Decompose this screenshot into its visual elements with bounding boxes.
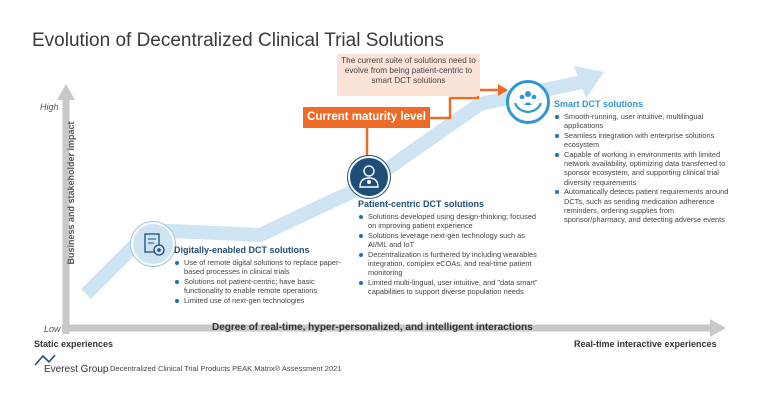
list-item: Limited use of next-gen technologies <box>174 296 352 305</box>
everest-logo-icon <box>34 354 56 366</box>
y-low-label: Low <box>44 324 61 334</box>
brand-name: Everest Group <box>44 364 109 375</box>
hands-people-icon <box>506 80 550 124</box>
x-start-label: Static experiences <box>34 339 114 349</box>
x-axis-label: Degree of real-time, hyper-personalized,… <box>212 322 533 333</box>
patient-badge-icon <box>348 156 390 198</box>
y-axis-label: Business and stakeholder impact <box>66 121 76 265</box>
list-item: Solutions not patient-centric; have basi… <box>174 277 352 296</box>
stage-1-bullets: Use of remote digital solutions to repla… <box>174 258 352 305</box>
stage-2-bullets: Solutions developed using design-thinkin… <box>358 212 538 297</box>
list-item: Use of remote digital solutions to repla… <box>174 258 352 277</box>
list-item: Smooth-running, user intuitive, multilin… <box>554 112 732 131</box>
footer-source: Decentralized Clinical Trial Products PE… <box>110 364 342 373</box>
current-maturity-label: Current maturity level <box>303 107 430 128</box>
x-axis <box>62 319 726 337</box>
stage-1-title: Digitally-enabled DCT solutions <box>174 245 310 255</box>
page-title: Evolution of Decentralized Clinical Tria… <box>32 30 444 51</box>
x-end-label: Real-time interactive experiences <box>574 339 717 349</box>
list-item: Capable of working in environments with … <box>554 150 732 188</box>
list-item: Decentralization is furthered by includi… <box>358 250 538 278</box>
list-item: Solutions developed using design-thinkin… <box>358 212 538 231</box>
stage-3-bullets: Smooth-running, user intuitive, multilin… <box>554 112 732 225</box>
gear-document-icon <box>131 222 175 266</box>
list-item: Seamless integration with enterprise sol… <box>554 131 732 150</box>
list-item: Solutions leverage next-gen technology s… <box>358 231 538 250</box>
y-high-label: High <box>40 102 59 112</box>
stage-2-title: Patient-centric DCT solutions <box>358 199 485 209</box>
callout-note: The current suite of solutions need to e… <box>337 54 480 96</box>
y-axis <box>57 84 75 334</box>
list-item: Automatically detects patient requiremen… <box>554 187 732 225</box>
stage-3-title: Smart DCT solutions <box>554 99 644 109</box>
list-item: Limited multi-lingual, user intuitive, a… <box>358 278 538 297</box>
